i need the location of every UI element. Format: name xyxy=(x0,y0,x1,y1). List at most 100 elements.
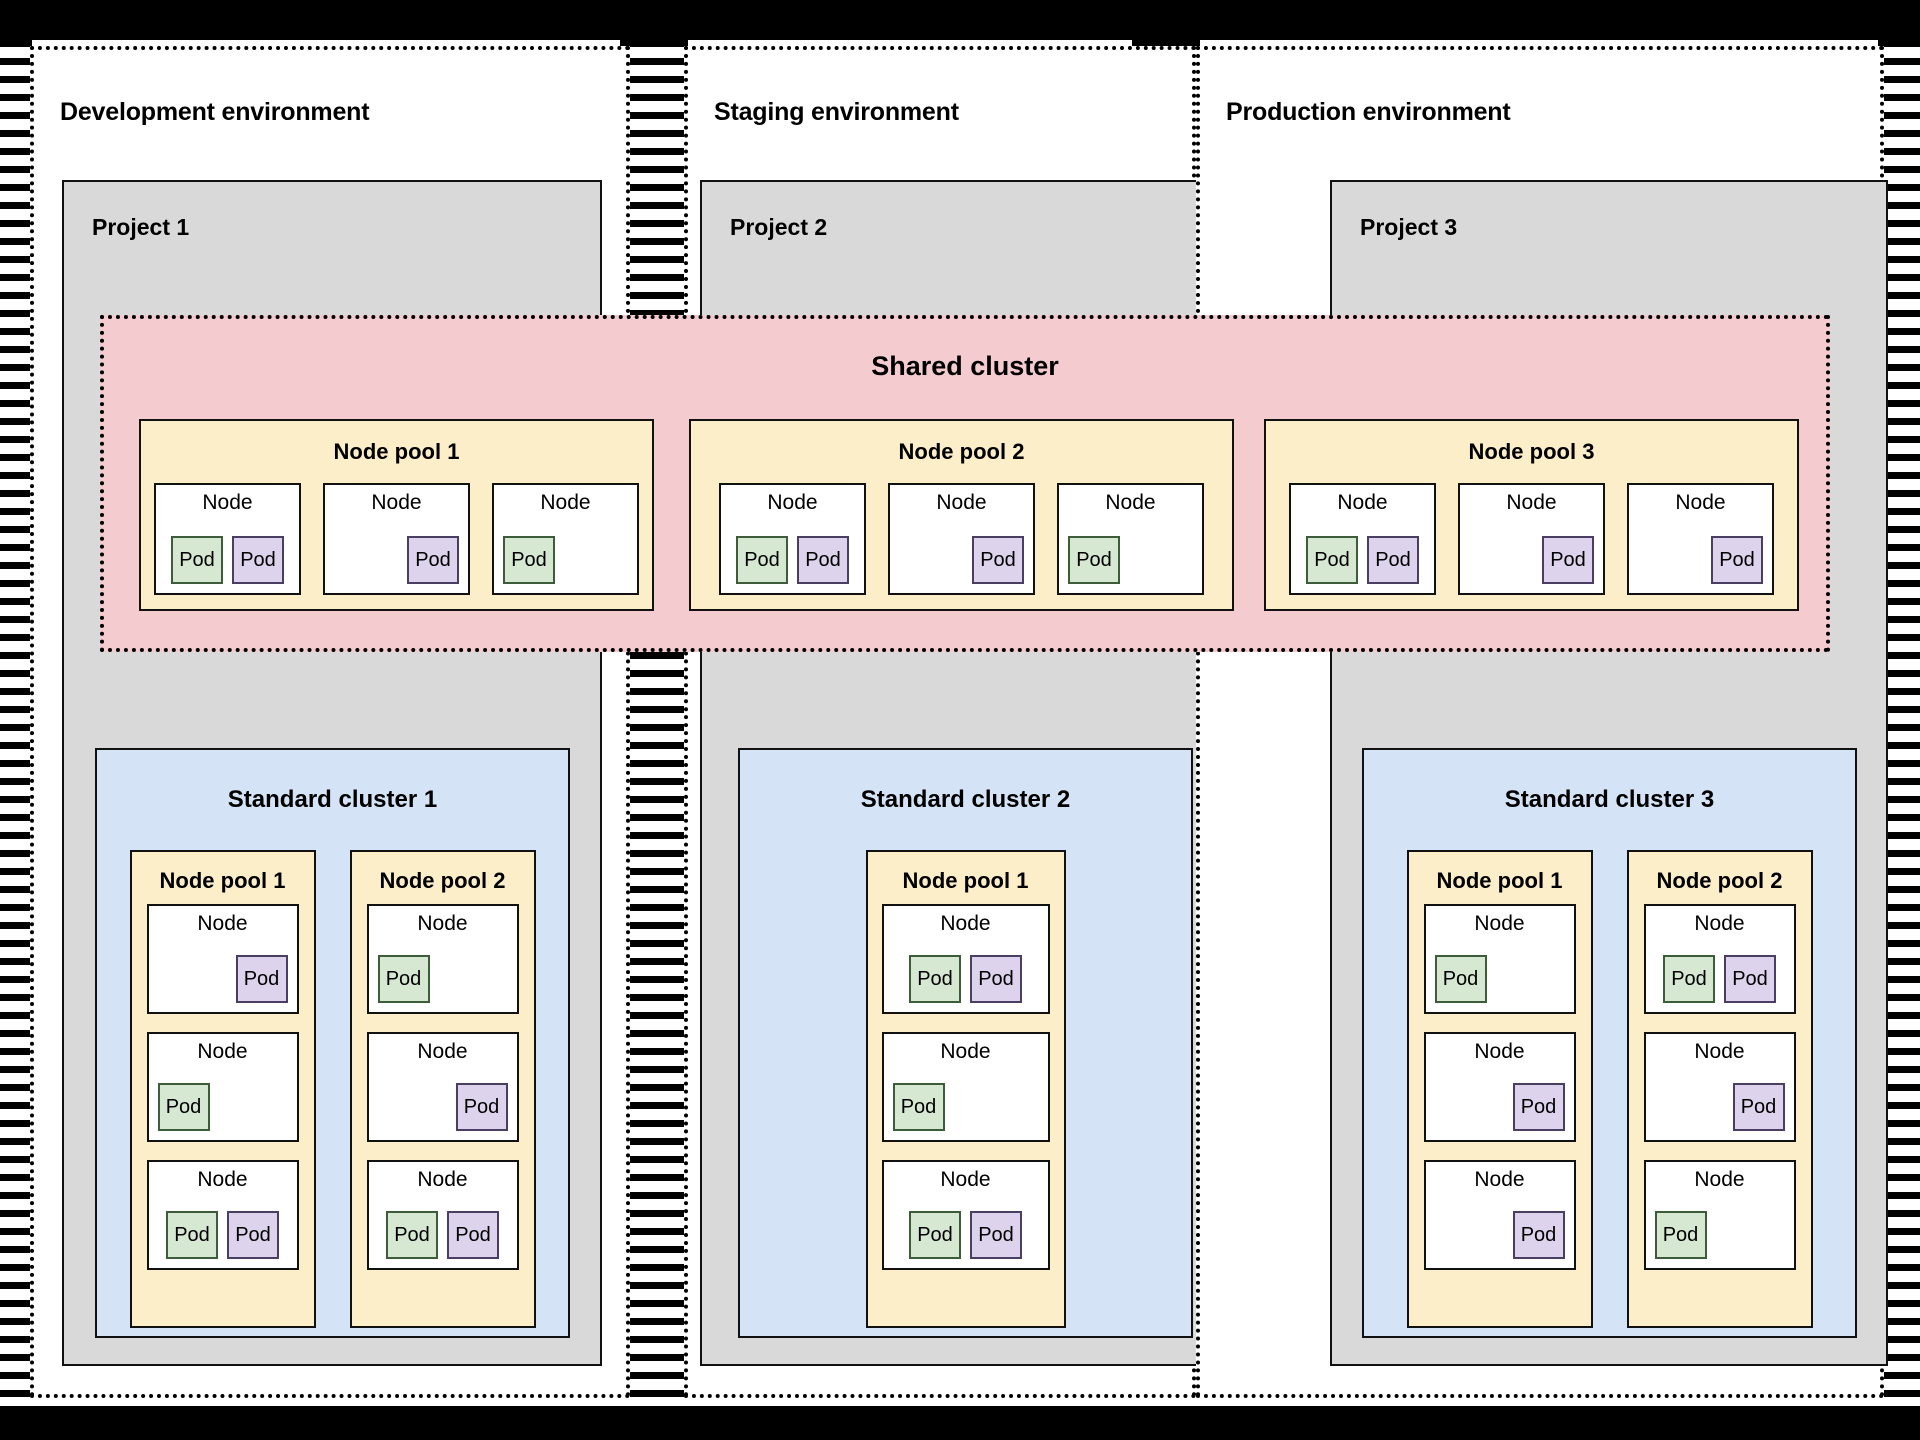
pod-purple: Pod xyxy=(1512,1211,1565,1259)
top-edge-bar xyxy=(0,0,1920,40)
pod-group: Pod xyxy=(1426,951,1574,1012)
node-label: Node xyxy=(940,1040,991,1063)
pod-group: Pod xyxy=(1059,532,1202,593)
pod-group: Pod xyxy=(494,532,637,593)
pod-group: Pod xyxy=(369,951,517,1012)
pod-green: Pod xyxy=(892,1083,945,1131)
pod-purple: Pod xyxy=(1542,536,1594,584)
node-label: Node xyxy=(1474,1168,1525,1191)
pod-green: Pod xyxy=(909,955,961,1003)
node-label: Node xyxy=(417,1040,468,1063)
environment-title-staging: Staging environment xyxy=(714,98,959,126)
bottom-edge-bar xyxy=(0,1406,1920,1440)
node-label: Node xyxy=(1474,912,1525,935)
pod-purple: Pod xyxy=(227,1211,279,1259)
pod-purple: Pod xyxy=(970,955,1022,1003)
node-label: Node xyxy=(1506,491,1557,514)
pod-purple: Pod xyxy=(447,1211,499,1259)
node-pool-title: Node pool 2 xyxy=(1656,868,1783,893)
pod-purple: Pod xyxy=(1724,955,1776,1003)
project-title-3: Project 3 xyxy=(1360,214,1458,240)
pod-group: Pod xyxy=(1426,1207,1574,1268)
pod-group: Pod xyxy=(1426,1079,1574,1140)
node-pool-title: Node pool 2 xyxy=(898,439,1025,464)
pod-purple: Pod xyxy=(970,1211,1022,1259)
node-label: Node xyxy=(371,491,422,514)
pod-green: Pod xyxy=(1434,955,1487,1003)
node-label: Node xyxy=(940,1168,991,1191)
project-title-2: Project 2 xyxy=(730,214,828,240)
pod-purple: Pod xyxy=(1711,536,1763,584)
torn-edge-separator-left xyxy=(0,40,32,1406)
pod-green: Pod xyxy=(171,536,223,584)
pod-green: Pod xyxy=(1663,955,1715,1003)
node-pool-title: Node pool 1 xyxy=(333,439,460,464)
node-pool-title: Node pool 2 xyxy=(379,868,506,893)
node-label: Node xyxy=(1675,491,1726,514)
pod-green: Pod xyxy=(909,1211,961,1259)
project-title-1: Project 1 xyxy=(92,214,190,240)
pod-green: Pod xyxy=(166,1211,218,1259)
node-label: Node xyxy=(936,491,987,514)
node-label: Node xyxy=(1474,1040,1525,1063)
standard-cluster-title: Standard cluster 3 xyxy=(1504,786,1715,813)
node-label: Node xyxy=(417,912,468,935)
pod-purple: Pod xyxy=(1512,1083,1565,1131)
pod-purple: Pod xyxy=(235,955,288,1003)
node-label: Node xyxy=(767,491,818,514)
pod-green: Pod xyxy=(157,1083,210,1131)
pod-group: Pod xyxy=(325,532,468,593)
pod-group: Pod xyxy=(369,1079,517,1140)
pod-purple: Pod xyxy=(1732,1083,1785,1131)
node-label: Node xyxy=(202,491,253,514)
node-label: Node xyxy=(1337,491,1388,514)
shared-cluster-title: Shared cluster xyxy=(871,351,1059,381)
pod-green: Pod xyxy=(1654,1211,1707,1259)
node-pool-title: Node pool 1 xyxy=(159,868,286,893)
pod-green: Pod xyxy=(1068,536,1120,584)
pod-group: Pod xyxy=(1646,1079,1794,1140)
node-pool-title: Node pool 1 xyxy=(902,868,1029,893)
node-pool-title: Node pool 3 xyxy=(1468,439,1595,464)
pod-green: Pod xyxy=(736,536,788,584)
pod-purple: Pod xyxy=(407,536,459,584)
pod-purple: Pod xyxy=(797,536,849,584)
